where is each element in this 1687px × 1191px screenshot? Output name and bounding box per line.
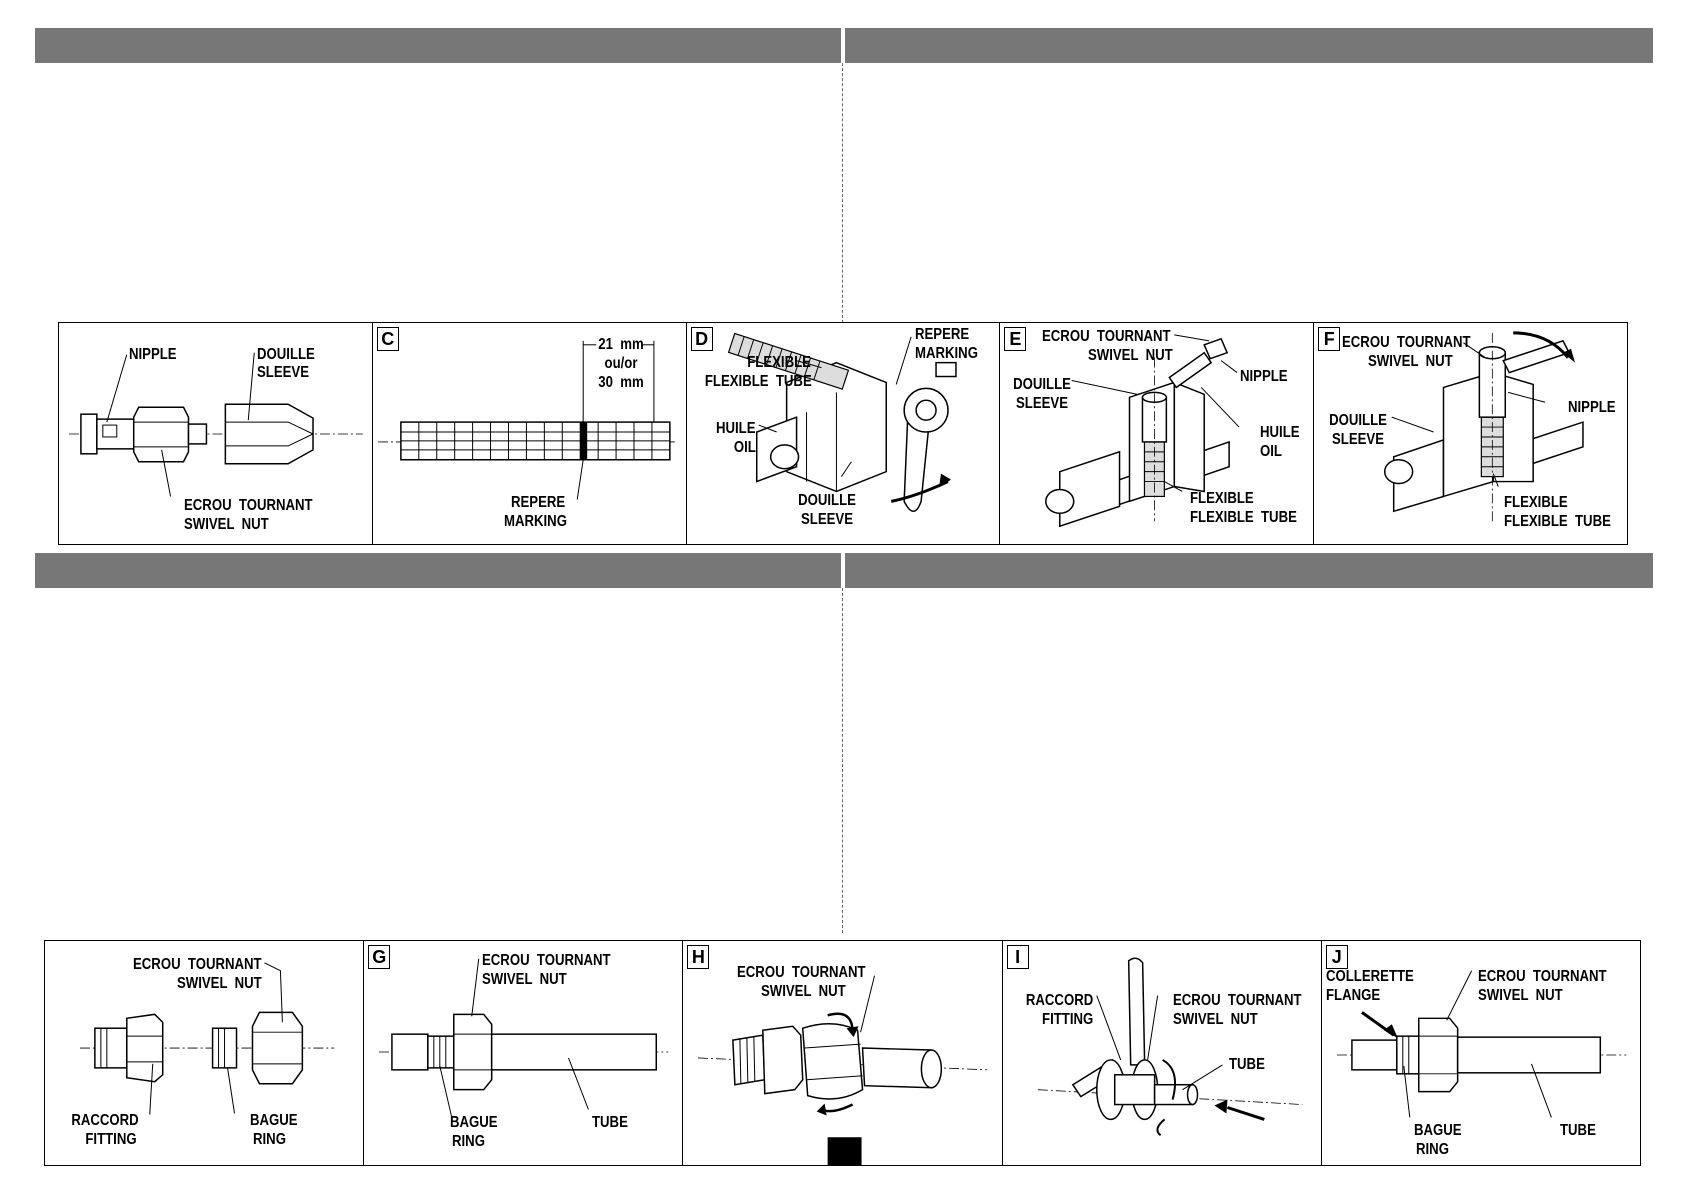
label-oil: OIL — [1260, 443, 1283, 460]
label-flexible: FLEXIBLE — [1504, 494, 1568, 511]
label-ring: RING — [452, 1133, 486, 1150]
label-tube: TUBE — [1228, 1056, 1265, 1073]
section-header-top-right — [845, 28, 1653, 63]
label-flexible: FLEXIBLE — [747, 354, 812, 371]
vise-tighten-drawing — [1384, 331, 1584, 522]
label-sleeve: SLEEVE — [1016, 395, 1069, 412]
vise-nipple-drawing — [1045, 334, 1240, 528]
label-swivel-nut: SWIVEL NUT — [177, 975, 262, 992]
label-flange: FLANGE — [1325, 987, 1380, 1004]
label-swivel-nut: SWIVEL NUT — [761, 983, 847, 1000]
label-douille: DOUILLE — [257, 346, 315, 363]
label-swivel-nut: SWIVEL NUT — [1477, 987, 1563, 1004]
vise-wrench-drawing — [727, 332, 957, 513]
label-fitting: FITTING — [1041, 1011, 1093, 1028]
label-marking: MARKING — [503, 513, 567, 530]
diagram-row-top: NIPPLE DOUILLE SLEEVE ECROU TOURNANT SWI… — [58, 322, 1628, 545]
label-fitting: FITTING — [85, 1131, 137, 1148]
label-huile: HUILE — [715, 420, 756, 437]
label-swivel-nut: SWIVEL NUT — [1368, 353, 1453, 370]
label-bague: BAGUE — [250, 1112, 298, 1129]
two-wrench-drawing — [1037, 957, 1302, 1137]
panel-e-vise-nipple: E ECROU TOURNANT SWIVEL NUT DOUILLE SLEE… — [1000, 323, 1315, 544]
label-repere: REPERE — [914, 326, 969, 343]
column-divider-top — [842, 63, 843, 323]
screw-nut-drawing — [698, 975, 988, 1165]
label-sleeve: SLEEVE — [1332, 431, 1385, 448]
label-douille: DOUILLE — [1013, 376, 1072, 393]
panel-i-wrenches: I RACCORD FITTING ECROU TOURNANT SWIVEL … — [1003, 941, 1322, 1165]
panel-tag-j: J — [1325, 945, 1348, 969]
marking-grid-drawing — [377, 340, 677, 500]
panel-g-assembly: G ECROU TOURNANT SWIVEL NUT BAGUE RING T… — [364, 941, 684, 1165]
panel-tag-d: D — [690, 327, 713, 351]
panel-components-tube: ECROU TOURNANT SWIVEL NUT RACCORD FITTIN… — [45, 941, 365, 1165]
label-flexible-tube: FLEXIBLE TUBE — [1504, 513, 1612, 530]
diagram-row-bottom: ECROU TOURNANT SWIVEL NUT RACCORD FITTIN… — [44, 940, 1641, 1166]
label-flexible-tube: FLEXIBLE TUBE — [704, 373, 812, 390]
label-tube: TUBE — [1559, 1122, 1596, 1139]
label-flexible: FLEXIBLE — [1190, 490, 1255, 507]
panel-j-flange: J COLLERETTE FLANGE ECROU TOURNANT SWIVE… — [1322, 941, 1640, 1165]
label-dim-30mm: 30 mm — [598, 374, 644, 391]
panel-tag-f: F — [1318, 327, 1341, 351]
label-ecrou-tournant: ECROU TOURNANT — [1172, 992, 1302, 1009]
label-swivel-nut: SWIVEL NUT — [184, 516, 269, 533]
label-raccord: RACCORD — [1025, 992, 1093, 1009]
label-douille: DOUILLE — [1329, 412, 1388, 429]
label-ring: RING — [1415, 1141, 1449, 1158]
label-marking: MARKING — [914, 345, 978, 362]
panel-components-hose: NIPPLE DOUILLE SLEEVE ECROU TOURNANT SWI… — [59, 323, 373, 544]
label-flexible-tube: FLEXIBLE TUBE — [1190, 509, 1298, 526]
label-repere: REPERE — [510, 494, 565, 511]
label-ecrou-tournant: ECROU TOURNANT — [184, 497, 313, 514]
label-sleeve: SLEEVE — [800, 511, 853, 528]
label-dim-ou-or: ou/or — [604, 355, 638, 372]
section-header-top-left — [35, 28, 841, 63]
hose-parts-drawing — [68, 352, 363, 497]
panel-tag-i: I — [1006, 945, 1029, 969]
panel-d-vise: D FLEXIBLE FLEXIBLE TUBE REPERE MARKING … — [687, 323, 1001, 544]
panel-tag-e: E — [1004, 327, 1027, 351]
flange-assembly-drawing — [1336, 970, 1627, 1118]
label-dim-21mm: 21 mm — [598, 336, 644, 353]
label-oil: OIL — [733, 439, 756, 456]
label-ecrou-tournant: ECROU TOURNANT — [133, 956, 262, 973]
label-ecrou-tournant: ECROU TOURNANT — [1342, 334, 1471, 351]
label-ecrou-tournant: ECROU TOURNANT — [482, 952, 611, 969]
label-swivel-nut: SWIVEL NUT — [482, 971, 567, 988]
label-ecrou-tournant: ECROU TOURNANT — [1477, 968, 1607, 985]
section-header-bottom-right — [845, 553, 1653, 588]
label-nipple: NIPPLE — [1240, 368, 1288, 385]
panel-f-tighten: F ECROU TOURNANT SWIVEL NUT DOUILLE SLEE… — [1314, 323, 1627, 544]
panel-tag-c: C — [376, 327, 399, 351]
column-divider-bottom — [842, 588, 843, 933]
label-nipple: NIPPLE — [1568, 399, 1616, 416]
label-sleeve: SLEEVE — [257, 364, 309, 381]
label-bague: BAGUE — [450, 1114, 498, 1131]
label-ecrou-tournant: ECROU TOURNANT — [1042, 328, 1171, 345]
label-ring: RING — [253, 1131, 286, 1148]
label-huile: HUILE — [1260, 424, 1300, 441]
label-ecrou-tournant: ECROU TOURNANT — [737, 964, 866, 981]
section-header-bottom-left — [35, 553, 841, 588]
label-bague: BAGUE — [1413, 1122, 1462, 1139]
label-nipple: NIPPLE — [129, 346, 177, 363]
panel-tag-h: H — [687, 945, 710, 969]
tube-parts-drawing — [79, 962, 335, 1115]
label-swivel-nut: SWIVEL NUT — [1088, 347, 1174, 364]
label-collerette: COLLERETTE — [1325, 968, 1414, 985]
panel-c-marking: C 21 mm ou/or 30 mm REPERE MARKING — [373, 323, 687, 544]
label-tube: TUBE — [592, 1114, 629, 1131]
label-raccord: RACCORD — [71, 1112, 139, 1129]
label-swivel-nut: SWIVEL NUT — [1172, 1011, 1258, 1028]
label-douille: DOUILLE — [797, 492, 856, 509]
panel-h-screw: H ECROU TOURNANT SWIVEL NUT — [683, 941, 1003, 1165]
panel-tag-g: G — [368, 945, 391, 969]
tube-assembly-drawing — [379, 958, 669, 1118]
